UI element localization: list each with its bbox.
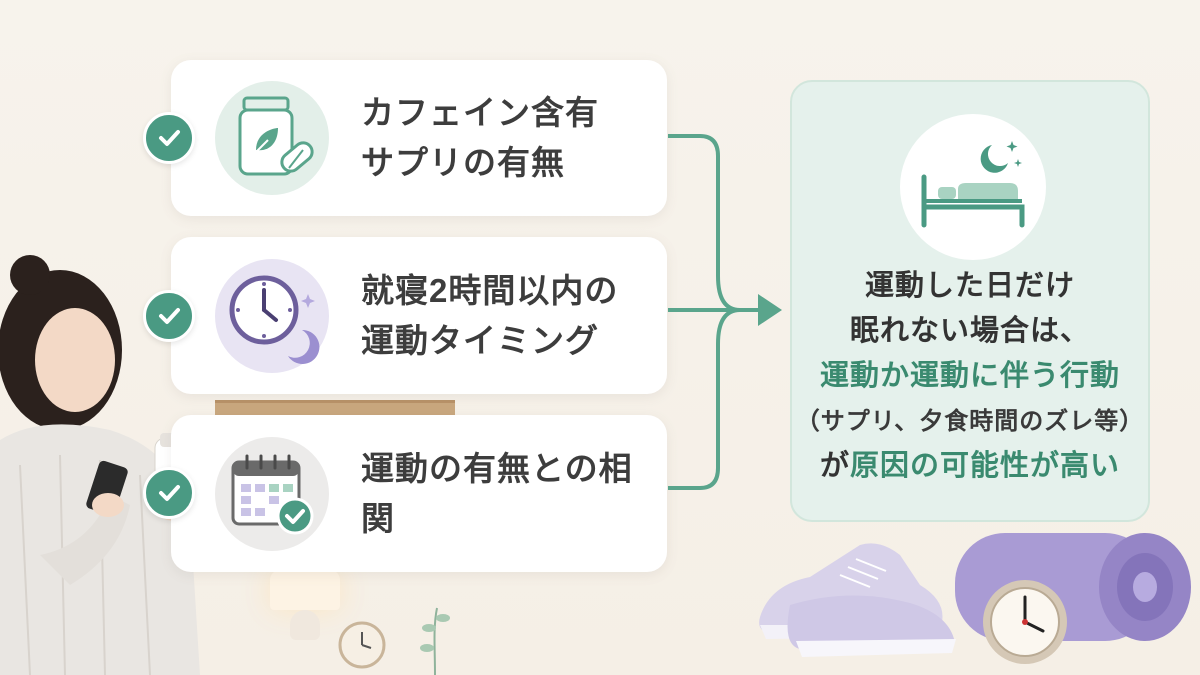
conclusion-card: 運動した日だけ 眠れない場合は、 運動か運動に伴う行動 （サプリ、夕食時間のズレ… bbox=[790, 80, 1150, 522]
checklist-card-exercise-timing: 就寝2時間以内の 運動タイミング bbox=[171, 237, 667, 394]
checklist-card-correlation: 運動の有無との相関 bbox=[171, 415, 667, 572]
bed-moon-icon bbox=[900, 114, 1046, 260]
card-label-line: サプリの有無 bbox=[361, 144, 565, 181]
sneakers-yogamat-clock-decor bbox=[759, 533, 1191, 664]
conclusion-line-5b: 原因の可能性が高い bbox=[850, 450, 1121, 482]
conclusion-line-5a: が bbox=[819, 450, 850, 482]
check-icon bbox=[143, 290, 195, 342]
lamp-base bbox=[290, 610, 320, 640]
card-label: 運動の有無との相関 bbox=[361, 444, 647, 544]
conclusion-line-4: （サプリ、夕食時間のズレ等） bbox=[795, 408, 1145, 435]
flow-connector-arrows bbox=[668, 134, 782, 490]
card-label-line: 就寝2時間以内の bbox=[361, 271, 619, 309]
card-label-line: カフェイン含有 bbox=[361, 94, 599, 131]
check-icon bbox=[143, 112, 195, 164]
conclusion-line-2: 眠れない場合は、 bbox=[849, 315, 1090, 347]
clock-moon-icon bbox=[215, 258, 329, 373]
checklist-card-caffeine: カフェイン含有 サプリの有無 bbox=[171, 60, 667, 216]
card-label: 就寝2時間以内の 運動タイミング bbox=[361, 266, 647, 366]
arrow-head-icon bbox=[758, 294, 782, 326]
conclusion-line-3: 運動か運動に伴う行動 bbox=[819, 360, 1120, 392]
card-label-line: 運動の有無との相関 bbox=[361, 449, 633, 537]
plant-icon bbox=[420, 607, 450, 675]
conclusion-line-5: が原因の可能性が高い bbox=[792, 444, 1148, 489]
supplement-jar-icon bbox=[215, 81, 329, 195]
card-label: カフェイン含有 サプリの有無 bbox=[361, 88, 647, 188]
conclusion-text: 運動した日だけ 眠れない場合は、 運動か運動に伴う行動 （サプリ、夕食時間のズレ… bbox=[792, 264, 1148, 489]
card-label-line: 運動タイミング bbox=[361, 321, 599, 359]
lamp-icon bbox=[270, 570, 340, 610]
check-icon bbox=[143, 467, 195, 519]
conclusion-line-1: 運動した日だけ bbox=[864, 270, 1075, 302]
table-clock-icon bbox=[338, 621, 386, 669]
calendar-check-icon bbox=[215, 436, 329, 551]
